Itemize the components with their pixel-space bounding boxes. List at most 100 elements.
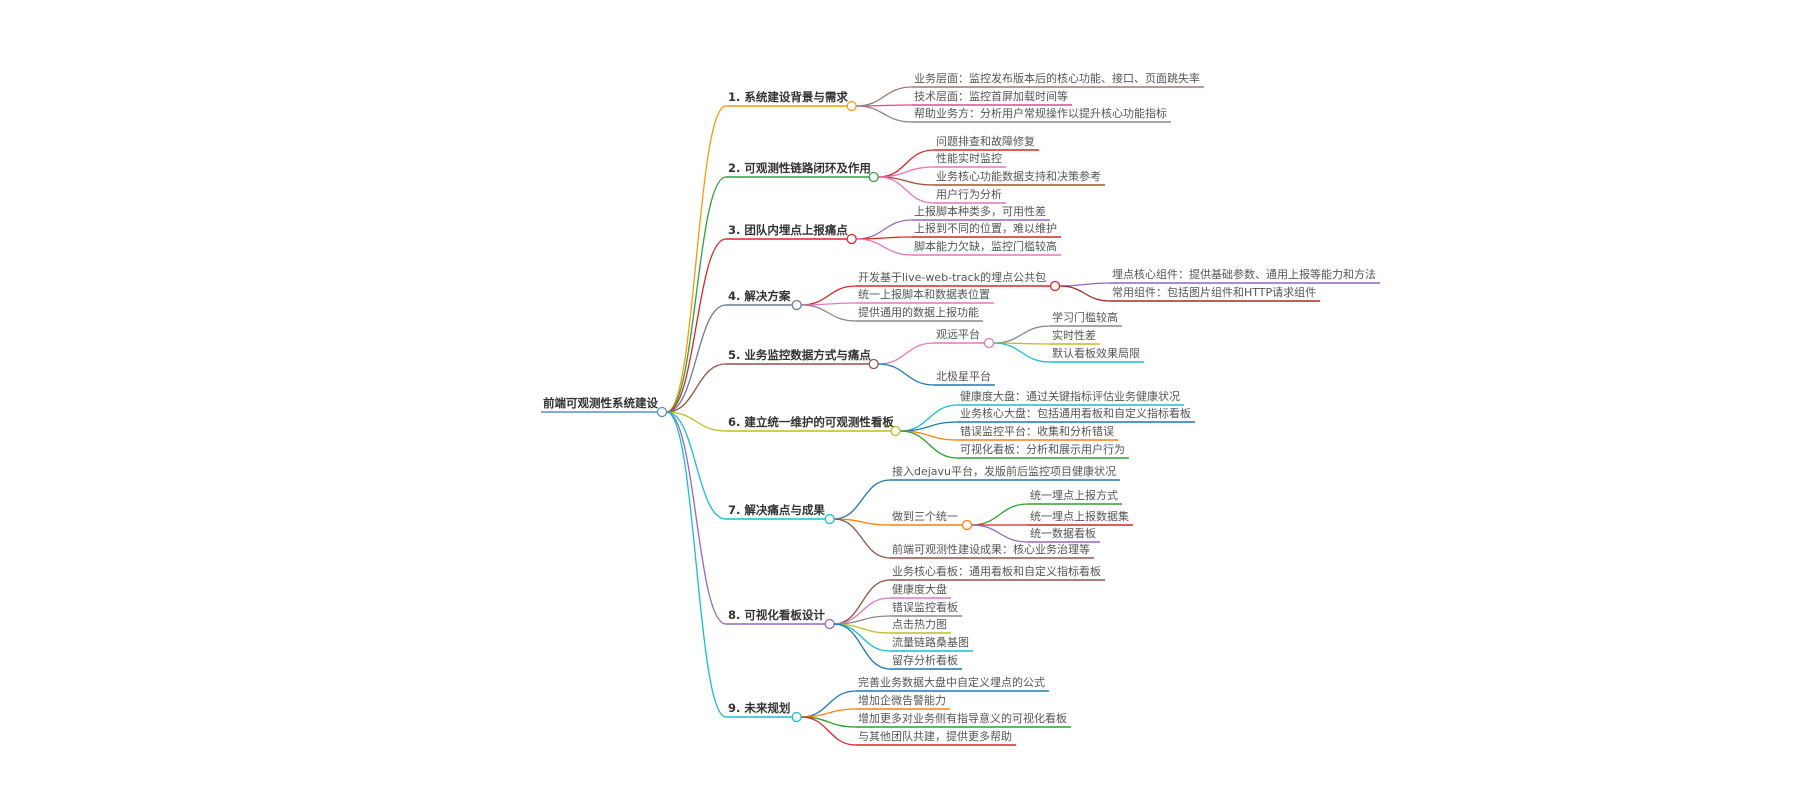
node-label: 前端可观测性建设成果：核心业务治理等 (892, 542, 1090, 556)
expand-collapse-toggle[interactable] (868, 358, 879, 370)
subtopic-node[interactable]: 健康度大盘：通过关键指标评估业务健康状况 (958, 389, 1184, 406)
expand-collapse-toggle[interactable] (791, 299, 802, 311)
subtopic-node[interactable]: 性能实时监控 (934, 151, 1006, 168)
subtopic-node[interactable]: 接入dejavu平台，发版前后监控项目健康状况 (890, 464, 1121, 481)
expand-collapse-toggle[interactable] (983, 337, 995, 349)
subtopic-node[interactable]: 前端可观测性建设成果：核心业务治理等 (890, 542, 1094, 559)
subtopic-node[interactable]: 业务核心大盘：包括通用看板和自定义指标看板 (958, 406, 1195, 423)
subtopic-node[interactable]: 业务层面：监控发布版本后的核心功能、接口、页面跳失率 (912, 71, 1204, 88)
node-label: 5. 业务监控数据方式与痛点 (728, 348, 871, 362)
subtopic-node[interactable]: 与其他团队共建，提供更多帮助 (856, 729, 1016, 746)
node-label: 流量链路桑基图 (892, 635, 969, 649)
topic-node[interactable]: 3. 团队内埋点上报痛点 (726, 223, 857, 245)
subtopic-node[interactable]: 统一数据看板 (1028, 526, 1100, 543)
expand-collapse-toggle[interactable] (1049, 280, 1061, 292)
subtopic-node[interactable]: 默认看板效果局限 (1050, 346, 1144, 363)
subtopic-node[interactable]: 点击热力图 (890, 618, 951, 634)
subtopic-node[interactable]: 埋点核心组件：提供基础参数、通用上报等能力和方法 (1110, 267, 1380, 284)
expand-collapse-toggle[interactable] (961, 519, 973, 531)
topic-node[interactable]: 7. 解决痛点与成果 (726, 503, 835, 525)
node-label: 埋点核心组件：提供基础参数、通用上报等能力和方法 (1112, 267, 1376, 281)
subtopic-node[interactable]: 开发基于live-web-track的埋点公共包 (856, 270, 1061, 292)
subtopic-node[interactable]: 做到三个统一 (890, 509, 973, 531)
connector-line (666, 176, 727, 413)
subtopic-node[interactable]: 提供通用的数据上报功能 (856, 305, 983, 322)
subtopic-node[interactable]: 可视化看板：分析和展示用户行为 (958, 442, 1129, 459)
subtopic-node[interactable]: 问题排查和故障修复 (934, 134, 1039, 151)
subtopic-node[interactable]: 业务核心看板：通用看板和自定义指标看板 (890, 564, 1105, 581)
node-label: 3. 团队内埋点上报痛点 (728, 223, 848, 237)
subtopic-node[interactable]: 实时性差 (1050, 328, 1100, 345)
connector-line (834, 479, 891, 520)
subtopic-node[interactable]: 错误监控平台：收集和分析错误 (958, 424, 1118, 441)
node-label: 性能实时监控 (936, 151, 1002, 165)
node-label: 留存分析看板 (892, 653, 958, 667)
connector-line (971, 503, 1029, 526)
subtopic-node[interactable]: 统一上报脚本和数据表位置 (856, 287, 994, 304)
topic-node[interactable]: 1. 系统建设背景与需求 (726, 90, 857, 112)
node-label: 技术层面：监控首屏加载时间等 (914, 89, 1068, 103)
topic-node[interactable]: 5. 业务监控数据方式与痛点 (726, 348, 879, 370)
connector-line (993, 325, 1051, 344)
expand-collapse-toggle[interactable] (791, 711, 802, 723)
subtopic-node[interactable]: 增加更多对业务侧有指导意义的可视化看板 (856, 711, 1071, 728)
node-label: 完善业务数据大盘中自定义埋点的公式 (858, 675, 1045, 689)
node-label: 点击热力图 (892, 618, 947, 631)
expand-collapse-toggle[interactable] (824, 618, 835, 630)
root-node[interactable]: 前端可观测性系统建设 (541, 396, 668, 418)
connector-line (878, 149, 935, 178)
subtopic-node[interactable]: 技术层面：监控首屏加载时间等 (912, 89, 1072, 106)
node-label: 增加企微告警能力 (858, 693, 946, 707)
subtopic-node[interactable]: 业务核心功能数据支持和决策参考 (934, 169, 1105, 186)
subtopic-node[interactable]: 错误监控看板 (890, 600, 962, 617)
node-label: 学习门槛较高 (1052, 310, 1118, 324)
node-layer: 前端可观测性系统建设 1. 系统建设背景与需求 业务层面：监控发布版本后的核心功能、… (541, 71, 1380, 746)
node-label: 6. 建立统一维护的可观测性看板 (728, 415, 894, 429)
topic-node[interactable]: 2. 可观测性链路闭环及作用 (726, 161, 879, 183)
subtopic-node[interactable]: 观远平台 (934, 327, 995, 349)
subtopic-node[interactable]: 统一埋点上报方式 (1028, 488, 1122, 505)
connector-line (1059, 282, 1111, 287)
connector-line (666, 411, 727, 625)
subtopic-node[interactable]: 健康度大盘 (890, 582, 951, 599)
subtopic-node[interactable]: 留存分析看板 (890, 653, 962, 670)
node-label: 错误监控看板 (892, 600, 958, 614)
connector-line (801, 716, 857, 746)
node-label: 北极星平台 (936, 369, 991, 383)
topic-node[interactable]: 8. 可视化看板设计 (726, 608, 835, 630)
node-label: 业务层面：监控发布版本后的核心功能、接口、页面跳失率 (914, 71, 1200, 85)
connector-line (878, 363, 935, 386)
subtopic-node[interactable]: 学习门槛较高 (1050, 310, 1122, 327)
node-label: 观远平台 (936, 327, 980, 341)
subtopic-node[interactable]: 流量链路桑基图 (890, 635, 973, 652)
topic-node[interactable]: 9. 未来规划 (726, 701, 802, 723)
expand-collapse-toggle[interactable] (846, 100, 857, 112)
connector-line (834, 579, 891, 625)
subtopic-node[interactable]: 上报脚本种类多，可用性差 (912, 204, 1050, 221)
subtopic-node[interactable]: 用户行为分析 (934, 187, 1006, 204)
topic-node[interactable]: 4. 解决方案 (726, 289, 802, 311)
connector-line (834, 623, 891, 670)
subtopic-node[interactable]: 统一埋点上报数据集 (1028, 509, 1133, 526)
connector-line (666, 411, 727, 718)
node-label: 提供通用的数据上报功能 (858, 305, 979, 319)
expand-collapse-toggle[interactable] (846, 233, 857, 245)
connector-line (666, 105, 727, 413)
connector-line (666, 411, 727, 520)
node-label: 上报到不同的位置，难以维护 (914, 221, 1057, 235)
subtopic-node[interactable]: 常用组件：包括图片组件和HTTP请求组件 (1110, 285, 1321, 302)
expand-collapse-toggle[interactable] (824, 513, 835, 525)
subtopic-node[interactable]: 帮助业务方：分析用户常规操作以提升核心功能指标 (912, 106, 1171, 123)
topic-node[interactable]: 6. 建立统一维护的可观测性看板 (726, 415, 901, 437)
subtopic-node[interactable]: 北极星平台 (934, 369, 995, 386)
expand-collapse-toggle[interactable] (656, 406, 668, 418)
subtopic-node[interactable]: 脚本能力欠缺，监控门槛较高 (912, 239, 1061, 256)
connector-line (856, 86, 913, 107)
expand-collapse-toggle[interactable] (868, 171, 879, 183)
subtopic-node[interactable]: 完善业务数据大盘中自定义埋点的公式 (856, 675, 1049, 692)
connector-line (856, 219, 913, 240)
subtopic-node[interactable]: 增加企微告警能力 (856, 693, 950, 710)
expand-collapse-toggle[interactable] (890, 425, 901, 437)
subtopic-node[interactable]: 上报到不同的位置，难以维护 (912, 221, 1061, 238)
